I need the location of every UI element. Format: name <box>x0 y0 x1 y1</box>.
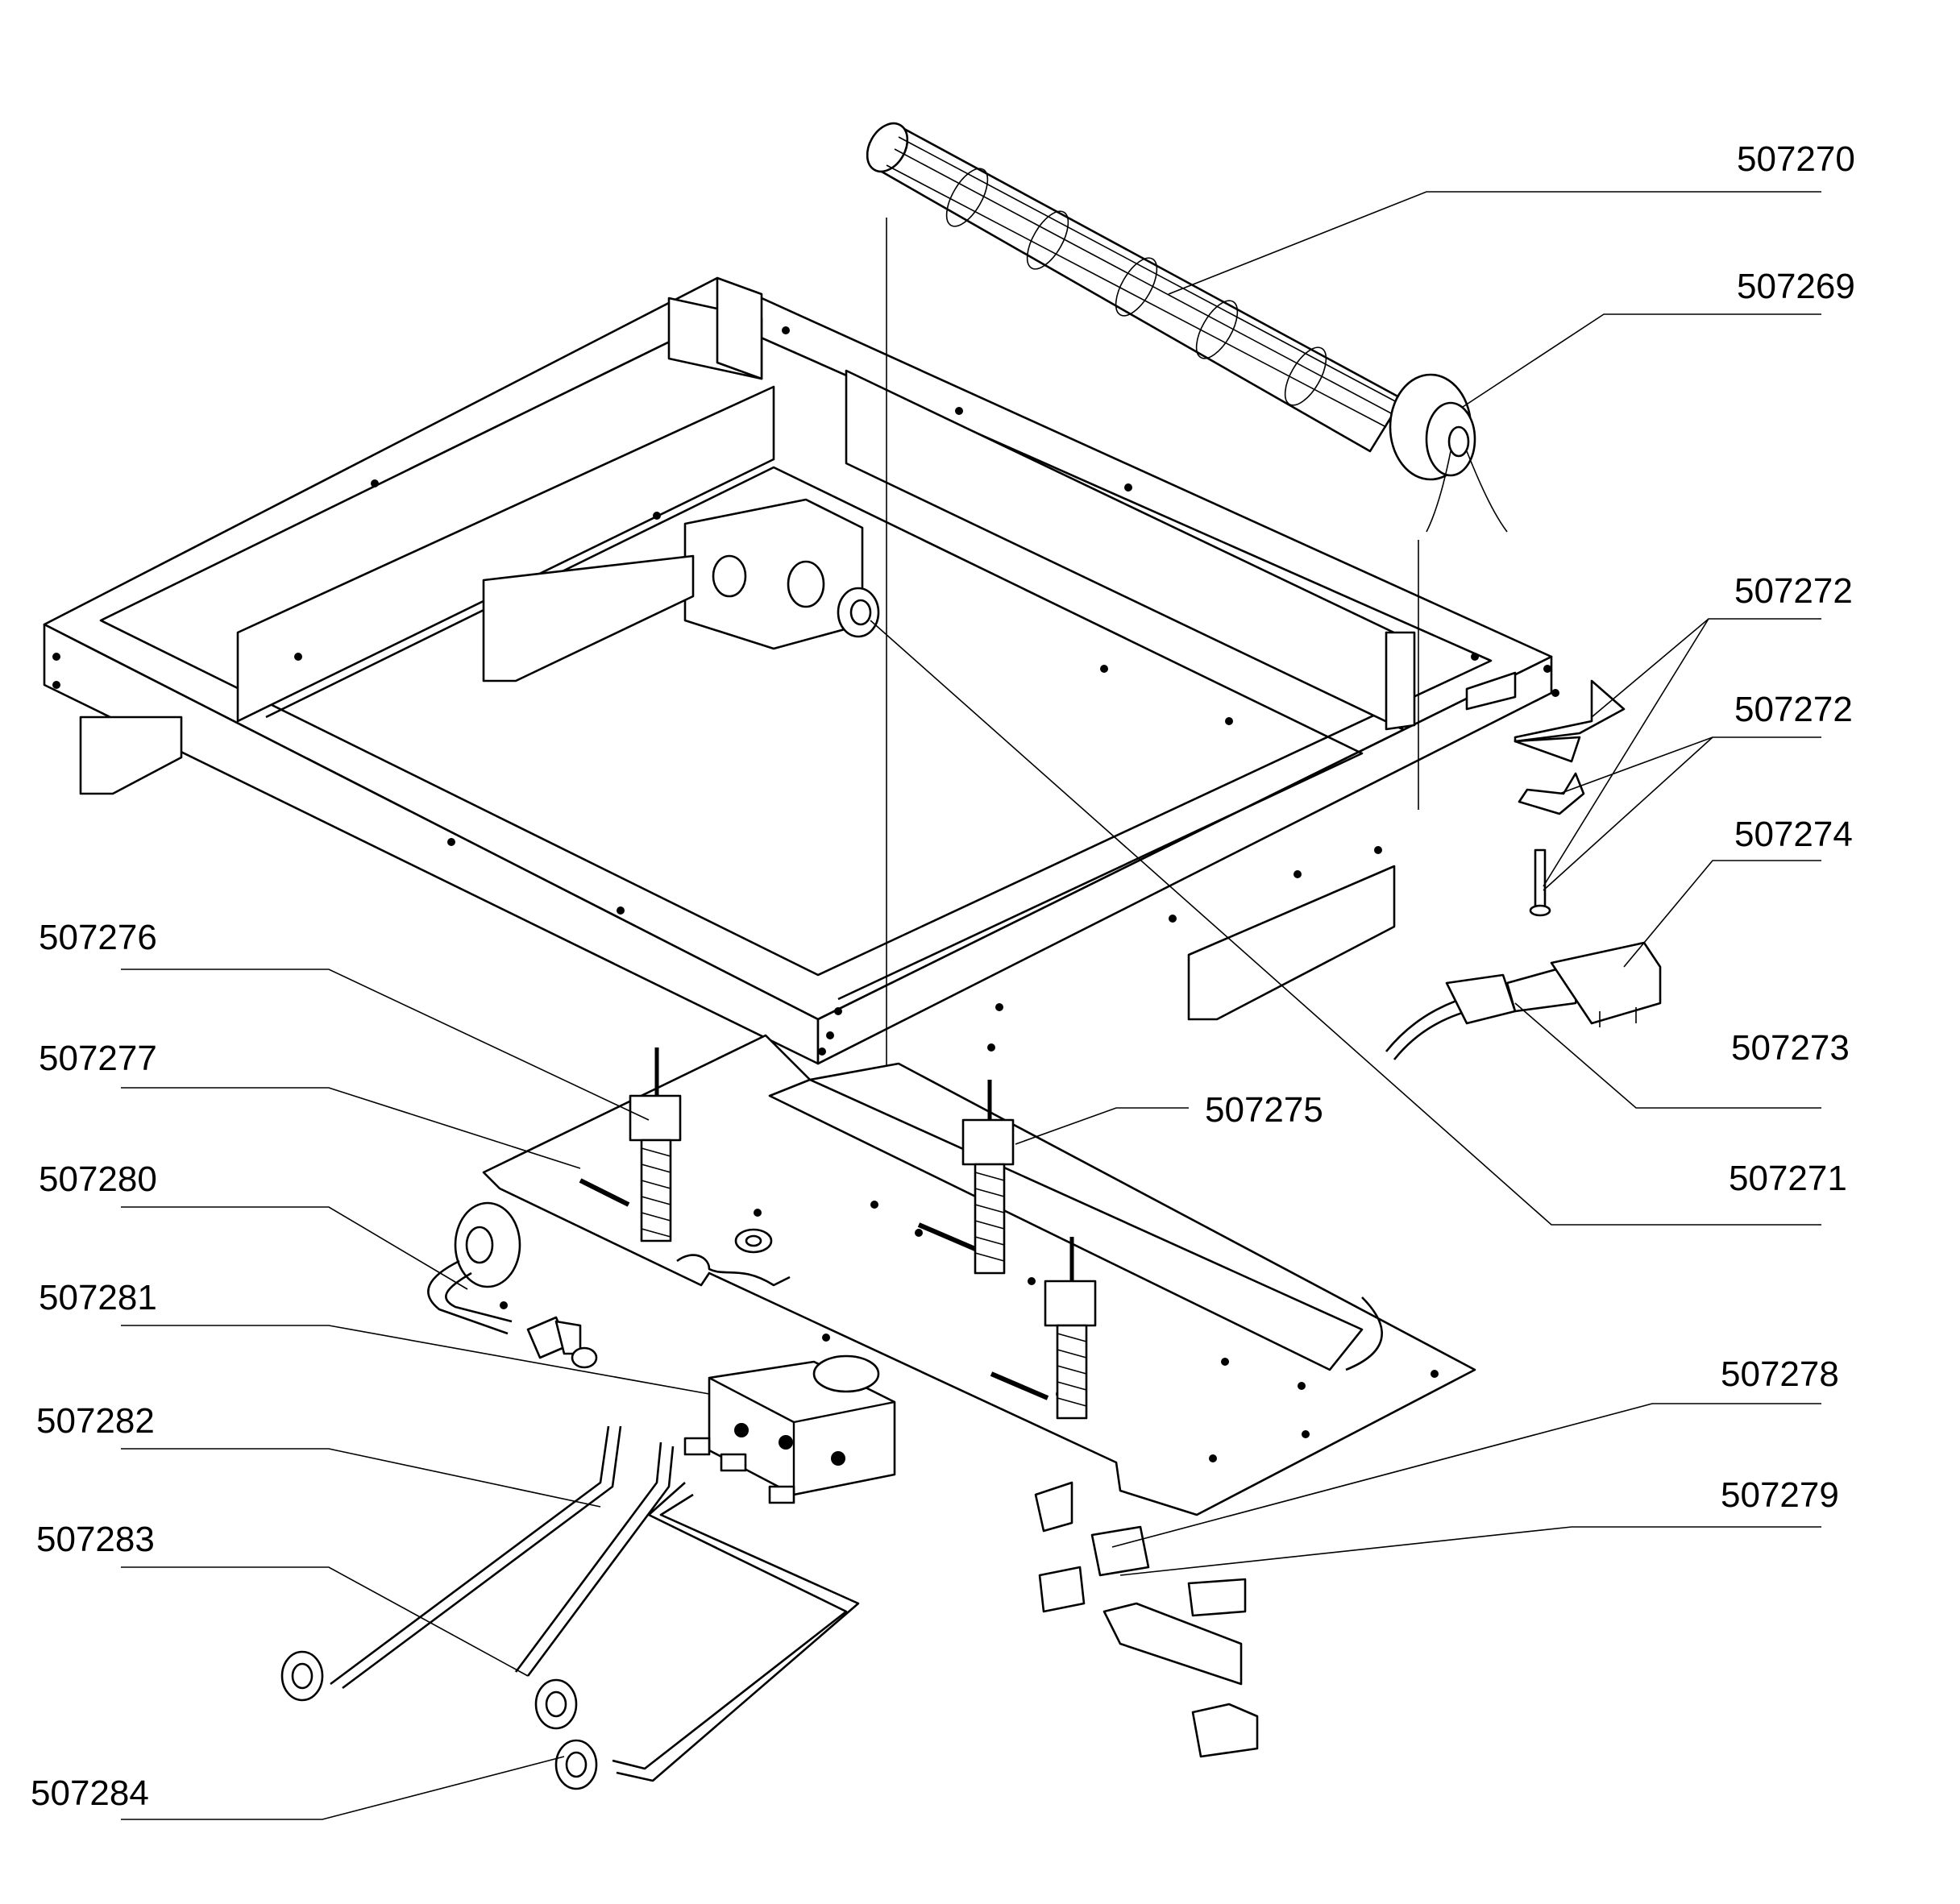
thermostat-switches <box>1034 1481 1259 1758</box>
callout-507271: 507271 <box>1729 1159 1847 1198</box>
callout-507284: 507284 <box>31 1773 149 1813</box>
callout-507278: 507278 <box>1721 1354 1839 1394</box>
housing-frame <box>43 276 1559 1309</box>
callout-507276: 507276 <box>39 918 157 957</box>
callout-507270: 507270 <box>1737 139 1855 179</box>
callout-507282: 507282 <box>36 1401 155 1441</box>
gas-fittings <box>280 1201 896 1790</box>
callout-507272-upper: 507272 <box>1734 571 1853 611</box>
callout-507280: 507280 <box>39 1159 157 1199</box>
leader-lines <box>121 191 1821 1820</box>
callout-507281: 507281 <box>39 1278 157 1317</box>
angle-brackets <box>1514 679 1626 917</box>
callout-507273: 507273 <box>1731 1028 1850 1068</box>
base-plate <box>482 1034 1476 1516</box>
power-cord-plug <box>1385 941 1662 1060</box>
callout-507269: 507269 <box>1737 267 1855 306</box>
cross-flow-fan <box>866 122 1508 1188</box>
callout-507272-lower: 507272 <box>1734 690 1853 729</box>
callout-507274: 507274 <box>1734 815 1853 854</box>
callout-507275: 507275 <box>1205 1090 1323 1130</box>
callout-507283: 507283 <box>36 1520 155 1559</box>
callout-507279: 507279 <box>1721 1475 1839 1515</box>
callout-507277: 507277 <box>39 1039 157 1078</box>
heater-elements <box>629 1047 1097 1420</box>
